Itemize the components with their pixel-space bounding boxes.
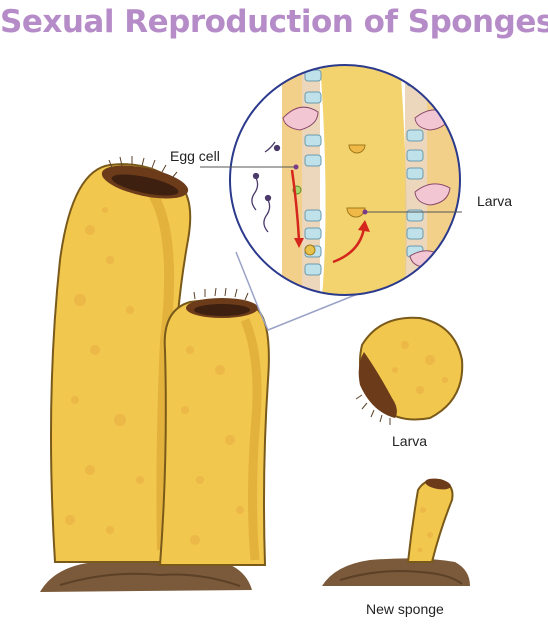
egg-cell-label: Egg cell — [170, 148, 220, 164]
new-sponge-illustration — [322, 478, 470, 586]
egg-path-arrow — [290, 169, 301, 241]
large-sponge-tube — [50, 156, 192, 563]
diagram-title: Sexual Reproduction of Sponges — [0, 4, 548, 40]
larva-path-arrow — [332, 227, 366, 264]
zoom-connector-lines — [235, 251, 381, 331]
larva-illustration — [355, 316, 464, 425]
zoom-circle-ring — [229, 64, 461, 296]
new-sponge-label: New sponge — [366, 601, 444, 617]
larva-label: Larva — [392, 433, 428, 449]
larva-zoom-label: Larva — [477, 193, 513, 209]
small-sponge-tube — [158, 287, 270, 566]
